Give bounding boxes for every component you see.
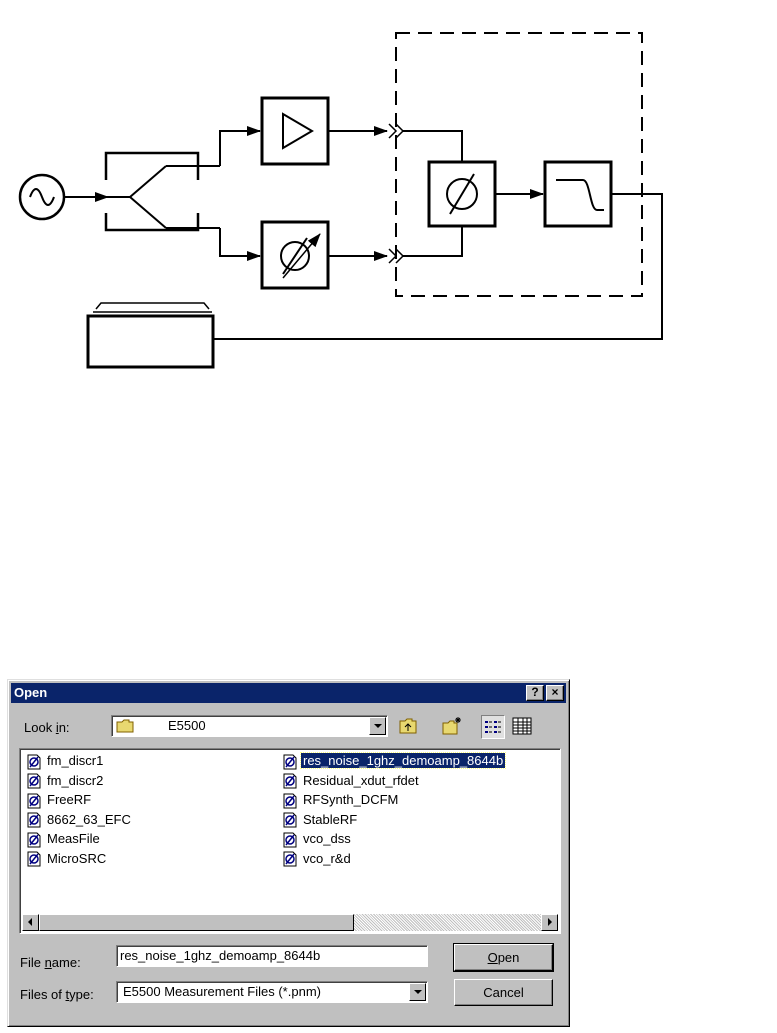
detector-input-lower	[403, 226, 463, 257]
file-list-item[interactable]: 8662_63_EFC	[26, 811, 133, 830]
folder-icon	[116, 719, 134, 733]
file-list-item[interactable]: MeasFile	[26, 830, 102, 849]
measurement-file-icon	[283, 793, 297, 809]
look-in-dropdown-button[interactable]	[369, 717, 386, 735]
file-list-item[interactable]: fm_discr2	[26, 772, 105, 791]
file-name-text: Residual_xdut_rfdet	[303, 772, 419, 788]
measurement-file-icon	[27, 754, 41, 770]
files-of-type-select[interactable]: E5500 Measurement Files (*.pnm)	[116, 981, 428, 1003]
file-name-text: MicroSRC	[47, 850, 107, 866]
file-list-item[interactable]: fm_discr1	[26, 752, 105, 771]
lowpass-filter-block	[543, 160, 613, 228]
measurement-file-icon	[283, 851, 297, 867]
list-view-button[interactable]	[481, 715, 505, 739]
file-list-item[interactable]: vco_dss	[282, 830, 353, 849]
look-in-combo[interactable]: E5500	[111, 715, 388, 737]
create-new-folder-button[interactable]	[441, 715, 465, 739]
measurement-file-icon	[283, 812, 297, 828]
file-name-text: RFSynth_DCFM	[303, 792, 399, 807]
lowpass-filter-icon	[556, 179, 604, 211]
lower-branch-line	[219, 228, 261, 261]
file-name-text: FreeRF	[47, 792, 92, 807]
open-button[interactable]: Open	[453, 943, 554, 972]
measurement-file-icon	[27, 773, 41, 789]
detector-input-upper	[403, 130, 463, 162]
file-list-item[interactable]: StableRF	[282, 811, 359, 830]
up-one-level-button[interactable]	[397, 715, 421, 739]
cancel-button[interactable]: Cancel	[454, 979, 553, 1006]
new-folder-icon	[442, 717, 461, 735]
measurement-file-icon	[27, 793, 41, 809]
dialog-title: Open	[14, 685, 48, 700]
help-button[interactable]: ?	[526, 685, 544, 701]
file-list-item[interactable]: RFSynth_DCFM	[282, 791, 400, 810]
details-view-icon	[512, 717, 532, 735]
list-view-icon	[485, 721, 501, 733]
file-name-text: 8662_63_EFC	[47, 811, 131, 827]
upper-branch-line	[219, 126, 261, 166]
look-in-value: E5500	[168, 718, 206, 733]
file-name-label: File name:	[20, 955, 81, 970]
filter-to-analyzer-line	[213, 193, 663, 340]
file-name-text: fm_discr1	[47, 753, 104, 768]
measurement-file-icon	[27, 851, 41, 867]
scroll-left-arrow-icon	[28, 918, 32, 926]
file-list-item[interactable]: MicroSRC	[26, 850, 108, 869]
baseband-analyzer-instrument	[86, 302, 215, 369]
file-list-item[interactable]: Residual_xdut_rfdet	[282, 772, 421, 791]
files-of-type-value: E5500 Measurement Files (*.pnm)	[123, 984, 321, 999]
look-in-label: Look in:	[24, 720, 70, 735]
file-name-text: StableRF	[303, 811, 358, 827]
scroll-right-arrow-icon	[548, 918, 552, 926]
power-splitter	[104, 151, 220, 232]
phase-detector-icon	[446, 173, 478, 215]
phase-noise-block-diagram	[18, 32, 663, 369]
file-list-item[interactable]: res_noise_1ghz_demoamp_8644b	[282, 752, 507, 771]
horizontal-scrollbar[interactable]	[22, 914, 558, 931]
dialog-titlebar: Open ? ×	[11, 683, 566, 703]
measurement-file-icon	[27, 812, 41, 828]
scroll-left-button[interactable]	[22, 914, 39, 931]
scroll-right-button[interactable]	[541, 914, 558, 931]
close-button[interactable]: ×	[546, 685, 564, 701]
up-folder-icon	[399, 718, 417, 734]
file-name-input[interactable]: res_noise_1ghz_demoamp_8644b	[116, 945, 428, 967]
files-of-type-dropdown-button[interactable]	[409, 983, 426, 1001]
file-name-text: res_noise_1ghz_demoamp_8644b	[299, 752, 507, 769]
measurement-file-icon	[283, 754, 297, 770]
file-list-item[interactable]: FreeRF	[26, 791, 93, 810]
measurement-file-icon	[283, 773, 297, 789]
file-name-text: fm_discr2	[47, 772, 104, 788]
details-view-button[interactable]	[511, 715, 535, 739]
variable-phase-shifter-icon	[280, 233, 321, 279]
file-list-item[interactable]: vco_r&d	[282, 850, 353, 869]
amplifier-block	[260, 96, 330, 166]
files-of-type-label: Files of type:	[20, 987, 94, 1002]
scrollbar-thumb[interactable]	[39, 914, 354, 931]
file-name-text: vco_r&d	[303, 850, 351, 866]
measurement-file-icon	[27, 832, 41, 848]
file-name-text: MeasFile	[47, 831, 100, 846]
file-name-text: vco_dss	[303, 831, 351, 846]
test-set-boundary	[395, 32, 643, 297]
signal-source-symbol	[18, 173, 66, 221]
amplifier-triangle-icon	[282, 112, 314, 150]
measurement-file-icon	[283, 832, 297, 848]
open-file-dialog: Open ? × Look in: E5500	[7, 679, 570, 1027]
